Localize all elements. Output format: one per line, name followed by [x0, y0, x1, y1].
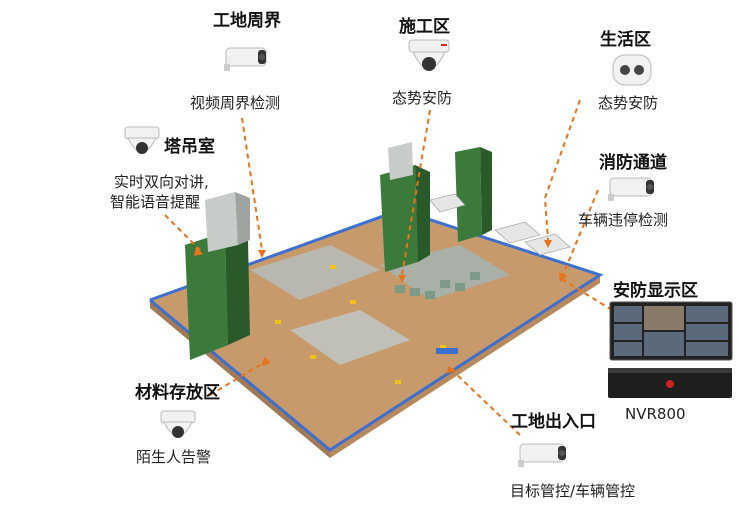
- zone-title-site-perimeter: 工地周界: [213, 6, 281, 31]
- zone-desc-material-storage: 陌生人告警: [136, 447, 211, 467]
- zone-desc-crane-line1: 实时双向对讲,: [114, 172, 209, 192]
- zone-title-construction: 施工区: [399, 12, 450, 37]
- bullet-camera-icon: [514, 440, 570, 468]
- tower-right: [455, 147, 492, 242]
- tower-left: [185, 192, 250, 360]
- zone-desc-fire-lane: 车辆违停检测: [578, 210, 668, 230]
- zone-desc-site-entrance: 目标管控/车辆管控: [510, 481, 635, 501]
- dome-camera-icon: [610, 52, 654, 88]
- leader-fire-lane: [563, 190, 598, 275]
- zone-title-fire-lane: 消防通道: [599, 148, 667, 173]
- zone-title-site-entrance: 工地出入口: [511, 407, 596, 432]
- zone-desc-crane-line2: 智能语音提醒: [110, 192, 200, 212]
- dome-camera-icon: [405, 38, 453, 84]
- leader-entrance: [452, 370, 520, 435]
- nvr-icon: [606, 366, 734, 400]
- zone-desc-living: 态势安防: [598, 93, 658, 113]
- nvr-label: NVR800: [625, 404, 686, 424]
- leader-living: [545, 100, 580, 240]
- zone-title-living: 生活区: [600, 25, 651, 50]
- zone-title-security-display: 安防显示区: [613, 276, 698, 301]
- bullet-camera-icon: [218, 44, 270, 72]
- dome-camera-icon: [122, 124, 162, 164]
- dome-camera-icon: [158, 408, 198, 448]
- bullet-camera-icon: [604, 174, 658, 202]
- entrance-gate: [436, 348, 458, 354]
- zone-title-crane-cab: 塔吊室: [164, 132, 215, 157]
- zone-desc-construction: 态势安防: [392, 88, 452, 108]
- zone-title-material-storage: 材料存放区: [135, 378, 220, 403]
- zone-desc-site-perimeter: 视频周界检测: [190, 93, 280, 113]
